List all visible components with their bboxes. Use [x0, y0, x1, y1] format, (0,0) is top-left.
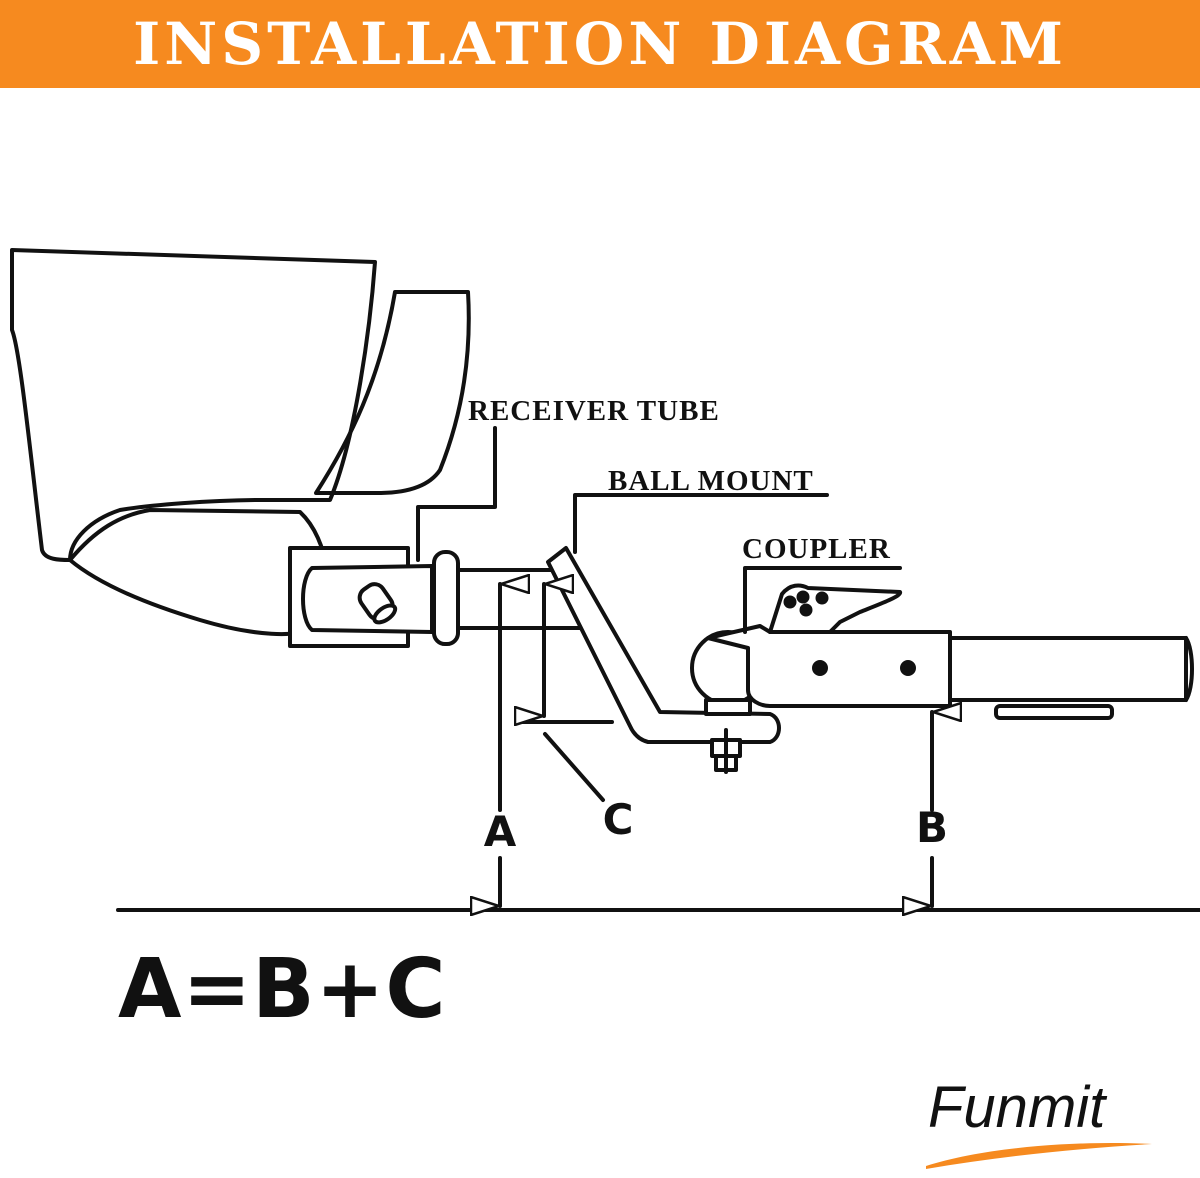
- coupler-label: COUPLER: [742, 533, 891, 565]
- coupler-leader: [743, 566, 902, 634]
- brand-name: Funmit: [928, 1075, 1106, 1140]
- receiver-tube-leader: [416, 426, 497, 562]
- dimension-c-label: C: [603, 795, 634, 844]
- c-pointer-line: [543, 732, 605, 802]
- tongue-bracket: [994, 704, 1114, 720]
- hitch-diagram: RECEIVER TUBE BALL MOUNT COUPLER A C B: [10, 248, 1200, 1178]
- coupler-body: [706, 624, 952, 708]
- ball-mount-label: BALL MOUNT: [608, 465, 814, 497]
- vehicle-inner-panel: [314, 290, 471, 495]
- formula-text: A=B+C: [118, 942, 447, 1037]
- hitch-pin: [357, 582, 398, 625]
- trailer-tongue: [948, 636, 1188, 702]
- ball-base: [704, 698, 752, 716]
- dimension-a-label: A: [484, 807, 517, 856]
- dimension-b-label: B: [916, 803, 948, 852]
- ball-mount-leader: [573, 493, 829, 554]
- coupler-latch: [768, 583, 903, 634]
- brand-swoosh-icon: [926, 1142, 1152, 1169]
- vehicle-bumper: [10, 248, 377, 562]
- receiver-collar: [432, 550, 460, 646]
- header-banner: INSTALLATION DIAGRAM: [0, 0, 1200, 88]
- ball-mount-drop: [546, 546, 781, 744]
- ball-mount-shank: [456, 568, 582, 630]
- page-title: INSTALLATION DIAGRAM: [133, 10, 1067, 78]
- brand-logo: Funmit: [922, 1070, 1182, 1170]
- receiver-tube-label: RECEIVER TUBE: [468, 395, 720, 427]
